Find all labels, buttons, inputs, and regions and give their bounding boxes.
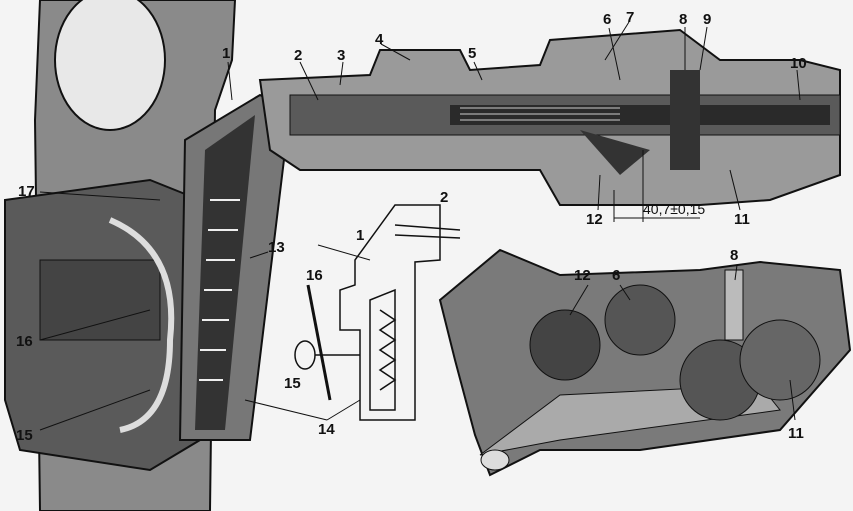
callout-10: 10 [790, 55, 807, 72]
callout-1: 1 [222, 45, 231, 62]
callout-12: 12 [586, 211, 603, 228]
schematic-sketch [294, 204, 461, 421]
callout-11: 11 [734, 211, 750, 228]
cutaway-callout-11: 11 [788, 425, 804, 442]
schematic-callout-16: 16 [306, 267, 323, 284]
cutaway-callout-8: 8 [730, 247, 739, 264]
callout-3: 3 [337, 47, 346, 64]
callout-14: 14 [318, 421, 335, 438]
inclined-shaft-housing [178, 93, 292, 441]
schematic-callout-2: 2 [440, 189, 449, 206]
callout-6: 6 [603, 11, 612, 28]
callout-17: 17 [18, 183, 35, 200]
leader-lines [39, 21, 801, 431]
callout-13: 13 [268, 239, 285, 256]
callout-4: 4 [375, 31, 384, 48]
schematic-callout-15: 15 [284, 375, 301, 392]
dimension-label: 40,7±0,15 [643, 201, 706, 217]
schematic-callout-1: 1 [356, 227, 365, 244]
cutaway-callout-6: 6 [612, 267, 621, 284]
engine-block [4, 0, 237, 511]
callout-7: 7 [626, 9, 635, 26]
gearbox-housing [258, 28, 841, 206]
callout-8: 8 [679, 11, 688, 28]
dimension-line [613, 150, 700, 222]
cutaway-callout-12: 12 [574, 267, 591, 284]
callout-2: 2 [294, 47, 303, 64]
callout-9: 9 [703, 11, 712, 28]
cutaway-view [438, 248, 852, 477]
callout-15: 15 [16, 427, 33, 444]
callout-16: 16 [16, 333, 33, 350]
callout-5: 5 [468, 45, 477, 62]
